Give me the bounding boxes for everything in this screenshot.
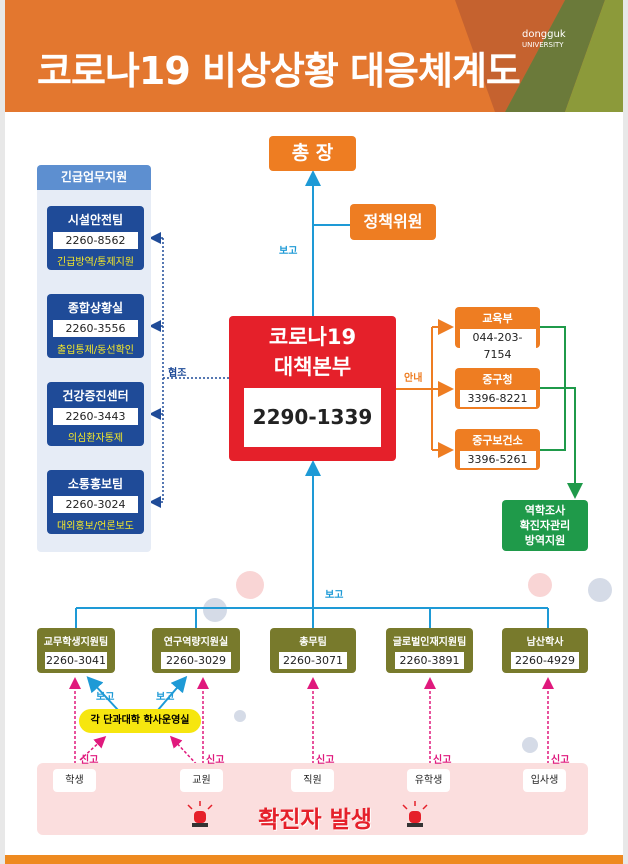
hq-box[interactable]: 코로나19 대책본부 2290-1339 (229, 316, 396, 461)
report-label-bottom: 보고 (325, 590, 344, 601)
header-stripes (455, 0, 623, 112)
report-label: 보고 (279, 246, 298, 257)
report-label-2: 보고 (156, 692, 175, 703)
person-staff: 직원 (291, 769, 334, 792)
person-faculty: 교원 (180, 769, 223, 792)
hq-title-2: 대책본부 (273, 355, 352, 379)
cooperation-label: 협조 (168, 368, 187, 379)
person-student: 학생 (53, 769, 96, 792)
hq-phone: 2290-1339 (244, 388, 381, 447)
outbreak-title: 확진자 발생 (258, 807, 372, 833)
guide-label: 안내 (404, 373, 423, 384)
phone: 2260-3443 (53, 408, 138, 425)
report-label: 신고 (206, 755, 225, 766)
report-label: 신고 (433, 755, 452, 766)
page-title: 코로나19 비상상황 대응체계도 (37, 49, 521, 93)
person-intl-student: 유학생 (407, 769, 450, 792)
emergency-support-title: 긴급업무지원 (37, 165, 151, 190)
footer-bar (5, 855, 623, 864)
hq-title-1: 코로나19 (268, 325, 357, 349)
report-label: 신고 (80, 755, 99, 766)
report-label: 신고 (316, 755, 335, 766)
phone: 2260-3024 (53, 496, 138, 513)
phone: 2260-3556 (53, 320, 138, 337)
phone: 2260-8562 (53, 232, 138, 249)
report-label-1: 보고 (96, 692, 115, 703)
college-office-badge[interactable]: 각 단과대학 학사운영실 (79, 709, 201, 733)
president-box[interactable]: 총 장 (269, 136, 356, 171)
policy-committee-box[interactable]: 정책위원 (350, 204, 436, 240)
report-label: 신고 (551, 755, 570, 766)
person-dorm-resident: 입사생 (523, 769, 566, 792)
